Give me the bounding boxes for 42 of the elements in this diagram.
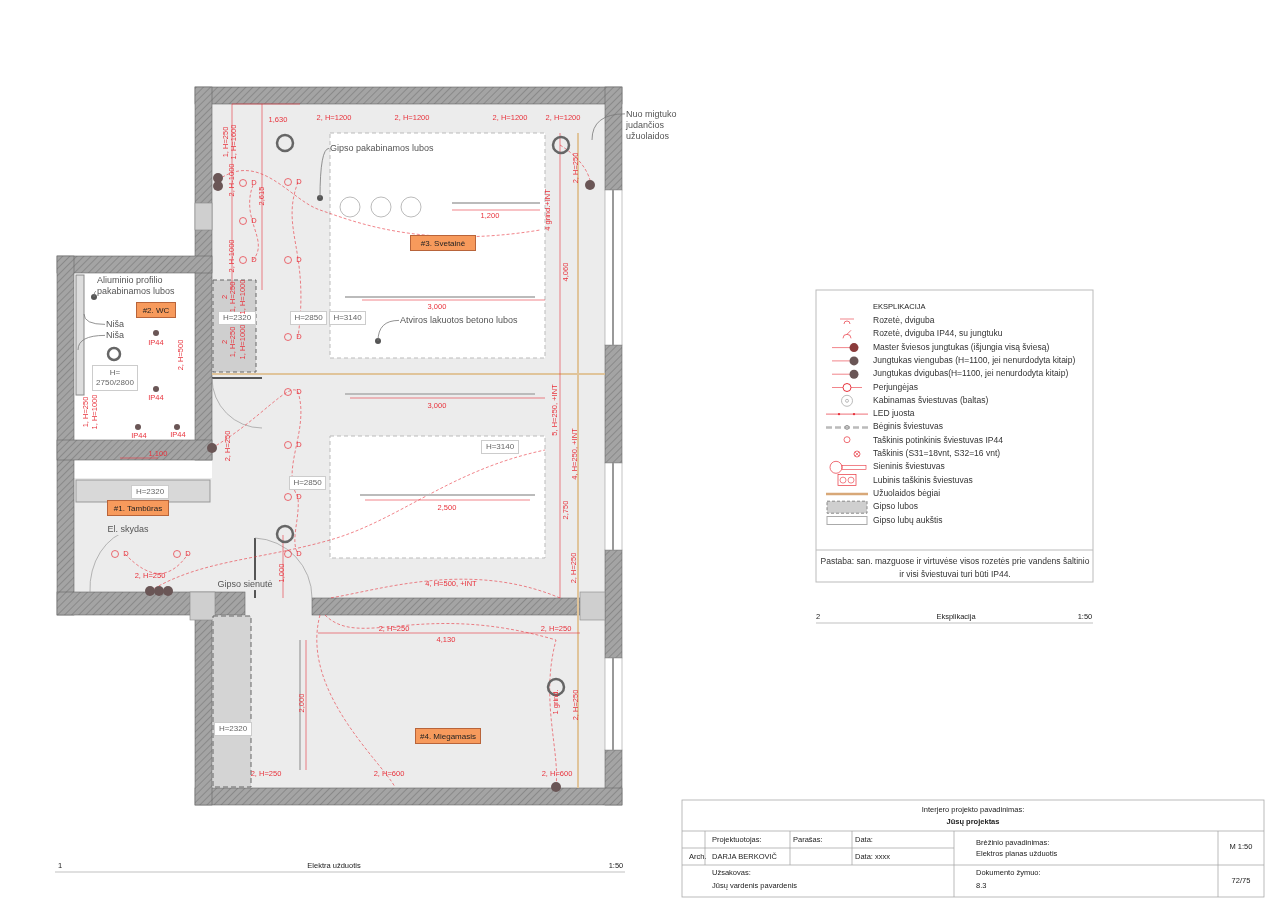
- leader-line: [83, 313, 106, 325]
- callout-text: Atviros lakuotos betono lubos: [400, 315, 518, 326]
- legend-text: Sieninis šviestuvas: [873, 461, 945, 472]
- room-tag: #2. WC: [136, 302, 176, 318]
- room-tag: #4. Miegamasis: [415, 728, 481, 744]
- leader-line: [77, 335, 106, 351]
- legend-text: Jungtukas dvigubas(H=1100, jei nenurdodyta kitaip): [873, 368, 1069, 379]
- callout-text: Aliuminio profilio pakabinamos lubos: [97, 275, 187, 297]
- legend-text: Jungtukas viengubas (H=1100, jei nenurdodyta kitaip): [873, 354, 1076, 365]
- callout-text: Niša: [106, 319, 124, 330]
- legend-text: LED juosta: [873, 408, 915, 419]
- leader-line: [377, 320, 400, 342]
- room-note: Gipso sienutė: [215, 580, 275, 590]
- room-note: El. skydas: [105, 525, 151, 535]
- legend-text: Perjungėjas: [873, 381, 918, 392]
- ceiling-height-tag: H=3140: [481, 440, 519, 454]
- legend-text: Taškinis (S31=18vnt, S32=16 vnt): [873, 448, 1001, 458]
- ceiling-height-tag: H=2850: [290, 311, 327, 325]
- legend-text: Rozetė, dviguba: [873, 315, 935, 325]
- legend-text: Rozetė, dviguba IP44, su jungtuku: [873, 328, 1003, 339]
- room-tag: #3. Svetainė: [410, 235, 476, 251]
- legend-text: Užuolaidos bėgiai: [873, 487, 941, 498]
- callout-text: Gipso pakabinamos lubos: [330, 143, 434, 154]
- legend-text: Gipso lubos: [873, 501, 918, 512]
- leader-line: [319, 148, 330, 199]
- ceiling-height-tag: H=2320: [214, 722, 252, 736]
- legend-note: Pastaba: san. mazguose ir virtuvėse visos rozetės prie vandens šaltinio ir visi šviestuvai turi būti IP44.: [820, 555, 1090, 581]
- legend-text: Gipso lubų aukštis: [873, 514, 943, 525]
- legend-text: Lubinis taškinis šviestuvas: [873, 474, 973, 485]
- callout-text: Niša: [106, 330, 124, 341]
- leader-line: [591, 113, 626, 141]
- ceiling-height-tag: H= 2750/2800: [92, 365, 138, 391]
- room-tag: #1. Tambūras: [107, 500, 169, 516]
- legend-text: Kabinamas šviestuvas (baltas): [873, 394, 989, 405]
- ceiling-height-tag: H=2850: [289, 476, 326, 490]
- leader-line: [93, 290, 97, 298]
- legend-text: Bėginis šviestuvas: [873, 421, 943, 432]
- callout-text: Nuo migtuko judančios užuolaidos: [626, 109, 706, 142]
- legend-text: Master šviesos jungtukas (išjungia visą šviesą): [873, 341, 1050, 352]
- ceiling-height-tag: H=3140: [329, 311, 366, 325]
- legend-text: Taškinis potinkinis šviestuvas IP44: [873, 434, 1003, 445]
- ceiling-height-tag: H=2320: [131, 485, 169, 499]
